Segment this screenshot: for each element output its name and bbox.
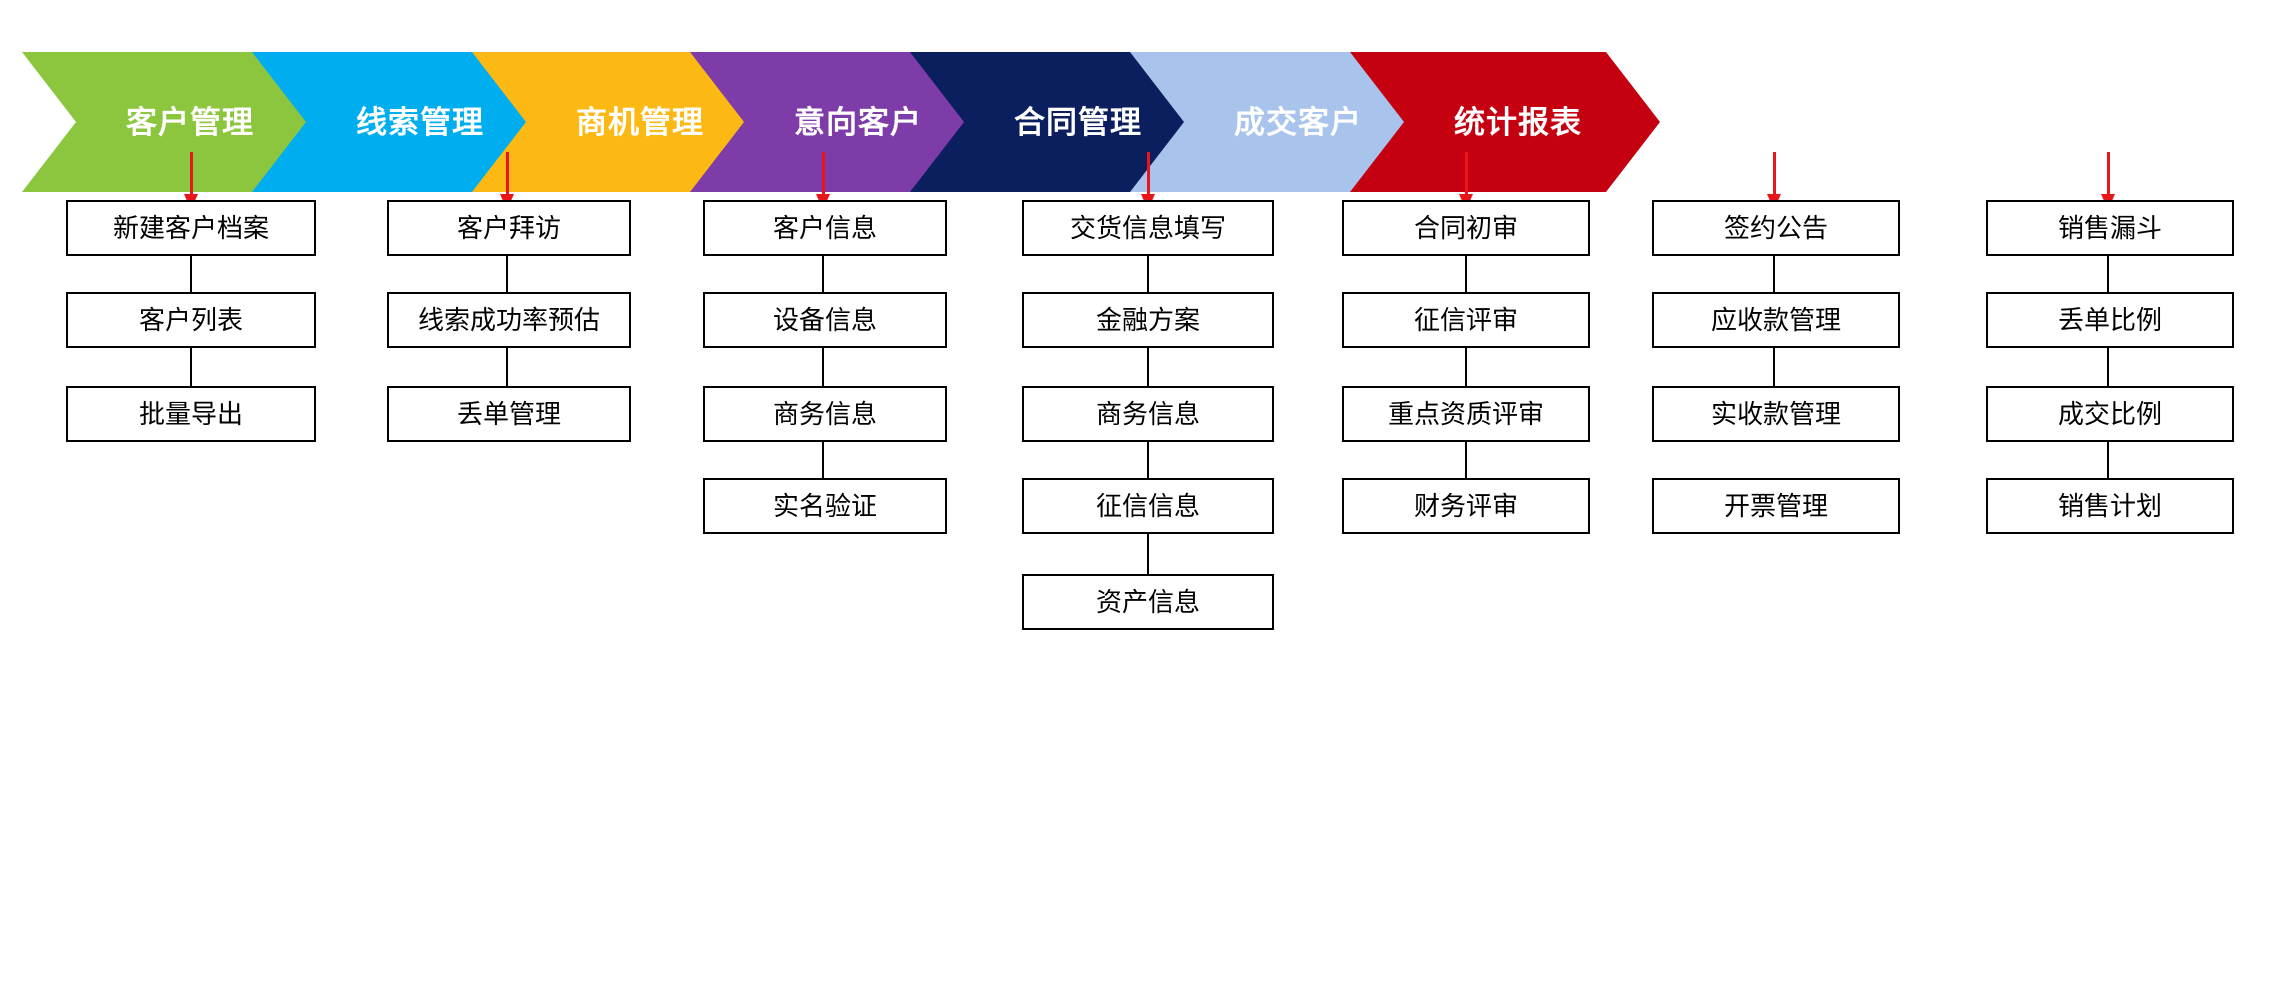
process-node[interactable]: 征信评审 bbox=[1342, 292, 1590, 348]
node-connector bbox=[1772, 256, 1776, 300]
node-connector bbox=[1146, 256, 1150, 300]
arrow-shaft bbox=[1147, 152, 1150, 196]
arrow-shaft bbox=[506, 152, 509, 196]
process-node[interactable]: 应收款管理 bbox=[1652, 292, 1900, 348]
process-node[interactable]: 合同初审 bbox=[1342, 200, 1590, 256]
stage-chevron-label: 合同管理 bbox=[1014, 104, 1142, 140]
node-connector bbox=[1464, 256, 1468, 300]
stage-chevron-label: 统计报表 bbox=[1454, 104, 1582, 140]
process-node[interactable]: 批量导出 bbox=[66, 386, 316, 442]
stage-chevron-label: 线索管理 bbox=[356, 104, 484, 140]
arrow-shaft bbox=[822, 152, 825, 196]
node-connector bbox=[821, 256, 825, 300]
node-connector bbox=[1772, 348, 1776, 392]
process-node[interactable]: 新建客户档案 bbox=[66, 200, 316, 256]
process-node[interactable]: 签约公告 bbox=[1652, 200, 1900, 256]
process-node[interactable]: 销售计划 bbox=[1986, 478, 2234, 534]
process-node[interactable]: 实名验证 bbox=[703, 478, 947, 534]
process-node[interactable]: 客户列表 bbox=[66, 292, 316, 348]
node-connector bbox=[821, 348, 825, 392]
node-connector bbox=[821, 442, 825, 486]
process-node[interactable]: 交货信息填写 bbox=[1022, 200, 1274, 256]
node-connector bbox=[2106, 442, 2110, 486]
node-connector bbox=[189, 256, 193, 300]
process-node[interactable]: 资产信息 bbox=[1022, 574, 1274, 630]
process-node[interactable]: 商务信息 bbox=[703, 386, 947, 442]
node-connector bbox=[1146, 534, 1150, 578]
node-connector bbox=[1146, 442, 1150, 486]
node-connector bbox=[2106, 348, 2110, 392]
arrow-shaft bbox=[1465, 152, 1468, 196]
stage-chevron-band: 客户管理 线索管理 商机管理 意向客户 合同管理 成交客户 统计报表 bbox=[0, 52, 2286, 192]
process-node[interactable]: 线索成功率预估 bbox=[387, 292, 631, 348]
stage-chevron-label: 客户管理 bbox=[126, 104, 254, 140]
node-connector bbox=[1464, 348, 1468, 392]
process-node[interactable]: 金融方案 bbox=[1022, 292, 1274, 348]
process-node[interactable]: 实收款管理 bbox=[1652, 386, 1900, 442]
process-node[interactable]: 开票管理 bbox=[1652, 478, 1900, 534]
process-node[interactable]: 重点资质评审 bbox=[1342, 386, 1590, 442]
arrow-shaft bbox=[190, 152, 193, 196]
process-node[interactable]: 客户拜访 bbox=[387, 200, 631, 256]
node-connector bbox=[505, 348, 509, 392]
process-node[interactable]: 客户信息 bbox=[703, 200, 947, 256]
process-node[interactable]: 设备信息 bbox=[703, 292, 947, 348]
stage-chevron-label: 意向客户 bbox=[794, 104, 922, 140]
node-connector bbox=[1146, 348, 1150, 392]
process-node[interactable]: 丢单管理 bbox=[387, 386, 631, 442]
stage-chevron-label: 成交客户 bbox=[1234, 104, 1362, 140]
arrow-shaft bbox=[1773, 152, 1776, 196]
process-node[interactable]: 销售漏斗 bbox=[1986, 200, 2234, 256]
process-node[interactable]: 财务评审 bbox=[1342, 478, 1590, 534]
node-connector bbox=[1464, 442, 1468, 486]
process-node[interactable]: 成交比例 bbox=[1986, 386, 2234, 442]
node-connector bbox=[505, 256, 509, 300]
node-connector bbox=[189, 348, 193, 392]
process-node[interactable]: 征信信息 bbox=[1022, 478, 1274, 534]
process-node[interactable]: 丢单比例 bbox=[1986, 292, 2234, 348]
node-connector bbox=[2106, 256, 2110, 300]
arrow-shaft bbox=[2107, 152, 2110, 196]
process-node[interactable]: 商务信息 bbox=[1022, 386, 1274, 442]
stage-chevron-label: 商机管理 bbox=[576, 104, 704, 140]
